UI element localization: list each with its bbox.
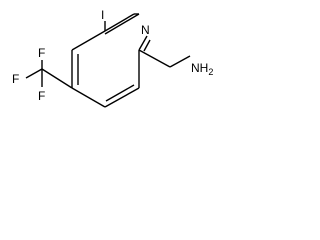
bond-c6-c1 [71,30,106,51]
atom-labels: I N F F F NH2 [12,8,213,103]
bond-c3-c4 [104,87,140,108]
bond-cf3-f-left [25,68,43,79]
bond-n1-c2 [138,35,148,51]
atom-label-amine-subscript: 2 [208,67,213,77]
atom-label-amine-main: NH [191,61,208,75]
bond-c4-c5 [71,87,106,108]
pyridine-ring [71,13,151,108]
atom-label-ring-nitrogen: N [141,23,150,37]
bond-c3-c4-double [105,84,135,102]
atom-label-fluorine-top: F [38,46,45,60]
bond-ring-n-top [104,13,135,32]
substituent-bonds [25,13,191,89]
bond-ring-cf3-carbon [41,68,73,89]
bond-n1-c2-double [143,39,151,52]
atom-label-amine: NH2 [191,61,213,77]
bond-ch2-nh2 [169,55,191,68]
bond-ring-ch2 [138,49,171,68]
atom-label-fluorine-bottom: F [38,89,45,103]
atom-label-iodine: I [101,8,104,22]
atom-label-fluorine-left: F [12,72,19,86]
bond-c5-c6 [104,13,140,35]
molecule-structure-diagram: I N F F F NH2 [12,8,213,108]
